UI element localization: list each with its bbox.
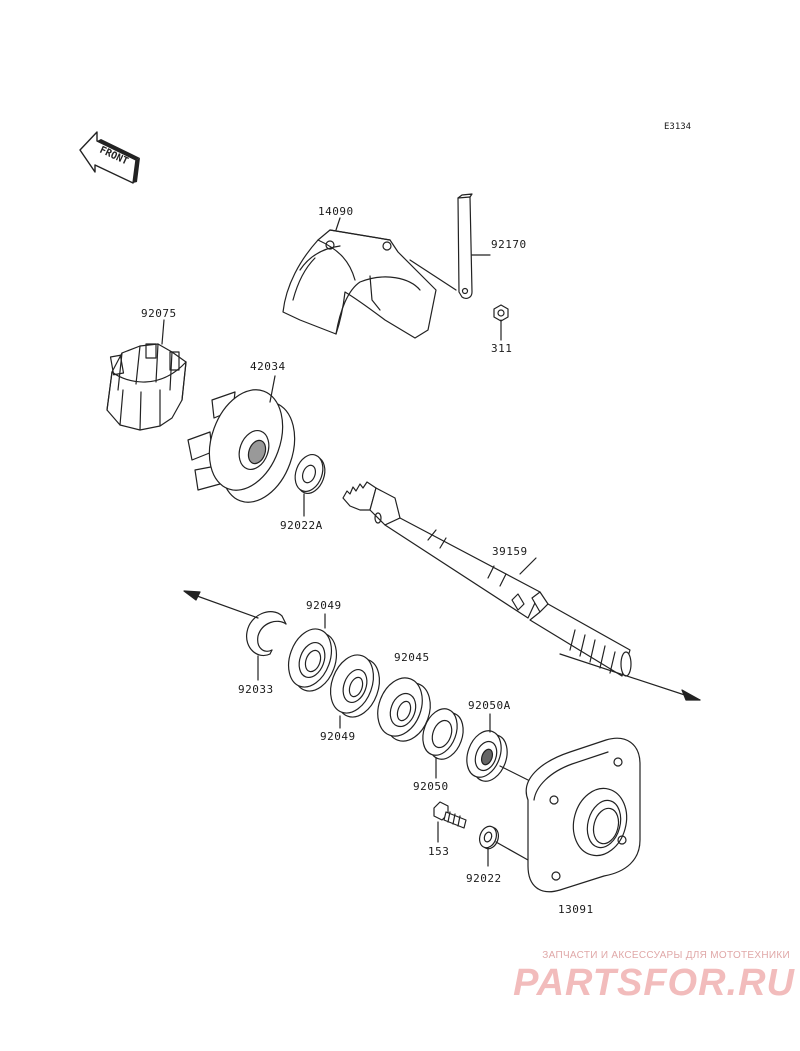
leader-lines: [161, 217, 537, 575]
seal-92050A: [466, 713, 529, 782]
label-14090: 14090: [318, 205, 354, 218]
label-92050: 92050: [413, 780, 449, 793]
damper-92075: [106, 343, 187, 431]
label-92049-upper: 92049: [306, 599, 342, 612]
watermark-tagline: ЗАПЧАСТИ И АКСЕССУАРЫ ДЛЯ МОТОТЕХНИКИ: [542, 950, 790, 961]
housing-13091: [525, 737, 641, 893]
label-153: 153: [428, 845, 450, 858]
label-92033: 92033: [238, 683, 274, 696]
bearing-92045: [377, 677, 431, 742]
watermark-brand: PARTSFOR.RU: [513, 962, 795, 1004]
label-92170: 92170: [491, 238, 527, 251]
bearing-92049-upper: [287, 613, 338, 692]
bracket-92170: [457, 193, 491, 299]
shaft-39159: [342, 481, 701, 701]
washer-92022: [478, 825, 529, 867]
circlip-92033: [246, 611, 287, 681]
label-92049-lower: 92049: [320, 730, 356, 743]
label-92022: 92022: [466, 872, 502, 885]
front-arrow-icon: FRONT: [79, 131, 140, 184]
label-92075: 92075: [141, 307, 177, 320]
bearing-92050: [422, 708, 464, 779]
label-92045: 92045: [394, 651, 430, 664]
guide-line-left: [183, 590, 259, 619]
washer-92022A: [294, 454, 326, 517]
label-92022A: 92022A: [280, 519, 323, 532]
label-311: 311: [491, 342, 513, 355]
label-92050A: 92050A: [468, 699, 511, 712]
grease-nipple-153: [433, 801, 467, 843]
label-42034: 42034: [250, 360, 286, 373]
impeller-42034: [187, 375, 296, 503]
cover-14090: [282, 229, 437, 339]
bearing-92049-lower: [329, 654, 381, 729]
diagram-code: E3134: [664, 122, 692, 132]
label-13091: 13091: [558, 903, 594, 916]
nut-311: [493, 304, 509, 322]
label-39159: 39159: [492, 545, 528, 558]
